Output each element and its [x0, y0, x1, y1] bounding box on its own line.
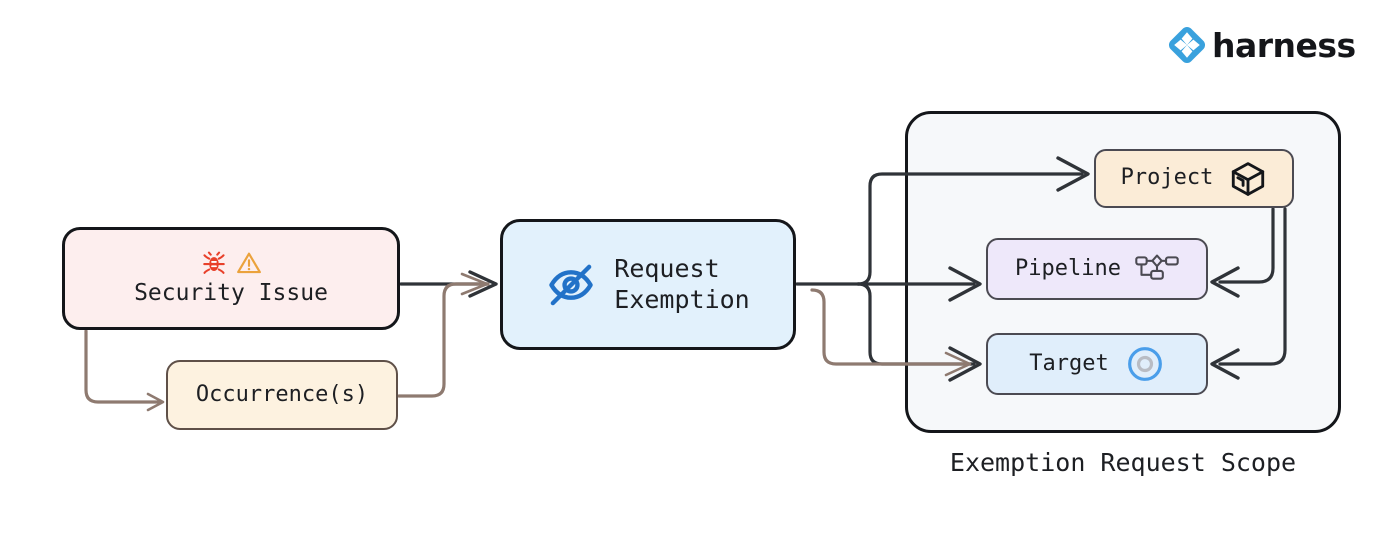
edge-security-issue-to-occurrences: [84, 329, 165, 412]
harness-wordmark: harness: [1212, 25, 1356, 65]
node-pipeline-label: Pipeline: [1015, 255, 1121, 281]
node-target[interactable]: Target: [986, 333, 1208, 395]
edge-occurrences-to-request-exemption: [397, 272, 490, 398]
cube-icon: [1229, 160, 1267, 198]
node-project[interactable]: Project: [1094, 149, 1294, 208]
bug-icon: [201, 250, 227, 276]
exemption-request-scope-label: Exemption Request Scope: [949, 448, 1297, 477]
harness-diamond-logo-icon: [1168, 26, 1206, 64]
warning-triangle-icon: [236, 250, 262, 276]
node-target-label: Target: [1029, 350, 1109, 376]
node-request-exemption-label: Request Exemption: [614, 254, 750, 314]
edge-security-issue-to-request-exemption: [399, 270, 498, 298]
node-security-issue[interactable]: Security Issue: [62, 227, 400, 330]
node-request-exemption[interactable]: Request Exemption: [500, 219, 796, 350]
node-occurrences[interactable]: Occurrence(s): [166, 360, 398, 430]
eye-off-icon: [546, 260, 596, 310]
node-project-label: Project: [1120, 165, 1214, 191]
node-pipeline[interactable]: Pipeline: [986, 238, 1208, 300]
security-issue-icons: [201, 249, 262, 277]
harness-logo: harness: [1168, 26, 1356, 64]
pipeline-nodes-icon: [1135, 253, 1179, 285]
node-security-issue-label: Security Issue: [134, 280, 328, 307]
target-circle-icon: [1125, 344, 1165, 384]
node-occurrences-label: Occurrence(s): [195, 381, 369, 407]
